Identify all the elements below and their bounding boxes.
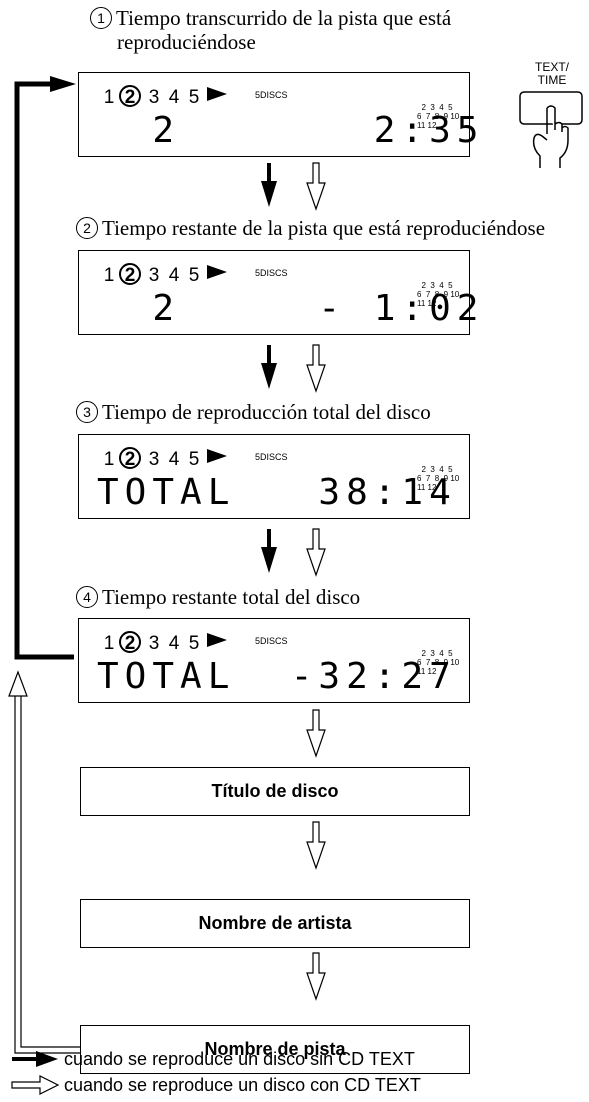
- disc-number: 3: [148, 87, 160, 108]
- solid-down-arrow: [261, 163, 277, 207]
- step-4-title-line1: Tiempo restante total del disco: [102, 585, 361, 609]
- disc-number: 1: [103, 87, 115, 108]
- calendar-row: 6 7 8 9 10: [417, 658, 460, 667]
- hollow-down-arrow: [306, 821, 326, 869]
- discs-label: 5DISCS: [255, 452, 288, 462]
- track-calendar: 2 3 4 5 6 7 8 9 10 11 12: [417, 465, 459, 492]
- disc-number: 5: [188, 449, 200, 470]
- selected-disc-number: 2: [119, 631, 141, 654]
- lcd-readout: TOTAL -32:27: [97, 656, 457, 697]
- disc-number: 3: [148, 265, 160, 286]
- discs-label: 5DISCS: [255, 268, 288, 278]
- calendar-row: 2 3 4 5: [417, 103, 453, 112]
- calendar-row: 2 3 4 5: [417, 649, 453, 658]
- lcd-readout: 2 2:35: [97, 110, 485, 151]
- calendar-row: 11 12: [417, 667, 437, 676]
- legend-solid-arrow-icon: [12, 1051, 58, 1067]
- button-label-line1: TEXT/: [534, 60, 569, 74]
- disc-title-box: Título de disco: [80, 767, 470, 816]
- solid-down-arrow: [261, 345, 277, 389]
- legend-hollow-text: cuando se reproduce un disco con CD TEXT: [64, 1075, 421, 1095]
- selected-disc-number: 2: [119, 263, 141, 286]
- solid-down-arrow: [261, 529, 277, 573]
- step-2-number: 2: [76, 217, 98, 239]
- step-1-title-line1: Tiempo transcurrido de la pista que está: [116, 6, 452, 30]
- legend-hollow-arrow-icon: [11, 1075, 60, 1095]
- solid-return-loop-arrow: [14, 76, 76, 660]
- calendar-row: 6 7 8 9 10: [417, 474, 460, 483]
- disc-number: 5: [188, 87, 200, 108]
- disc-number: 4: [168, 87, 180, 108]
- button-label-line2: TIME: [537, 73, 567, 87]
- play-icon: [207, 633, 227, 647]
- text-time-button[interactable]: [518, 90, 588, 170]
- step-1-title-line2: reproduciéndose: [117, 30, 256, 54]
- step-3-number: 3: [76, 401, 98, 423]
- step-4-number: 4: [76, 586, 98, 608]
- play-icon: [207, 265, 227, 279]
- disc-number: 1: [103, 449, 115, 470]
- calendar-row: 6 7 8 9 10: [417, 112, 460, 121]
- hollow-return-loop-arrow: [8, 670, 80, 1054]
- lcd-readout: 2 - 1:02: [97, 288, 485, 329]
- calendar-row: 11 12: [417, 299, 437, 308]
- calendar-row: 6 7 8 9 10: [417, 290, 460, 299]
- pressing-finger-icon: [532, 105, 569, 168]
- selected-disc-number: 2: [119, 447, 141, 470]
- step-2-title-line1: Tiempo restante de la pista que está rep…: [102, 216, 546, 240]
- selected-disc-number: 2: [119, 85, 141, 108]
- track-calendar: 2 3 4 5 6 7 8 9 10 11 12: [417, 281, 459, 308]
- play-icon: [207, 449, 227, 463]
- hollow-down-arrow: [306, 162, 326, 210]
- calendar-row: 2 3 4 5: [417, 281, 453, 290]
- artist-name-box: Nombre de artista: [80, 899, 470, 948]
- hollow-down-arrow: [306, 528, 326, 576]
- discs-label: 5DISCS: [255, 636, 288, 646]
- discs-label: 5DISCS: [255, 90, 288, 100]
- disc-number: 4: [168, 265, 180, 286]
- calendar-row: 2 3 4 5: [417, 465, 453, 474]
- disc-number: 3: [148, 449, 160, 470]
- disc-number: 1: [103, 265, 115, 286]
- text-time-button-label: TEXT/ TIME: [522, 61, 582, 87]
- play-icon: [207, 87, 227, 101]
- lcd-readout: TOTAL 38:14: [97, 472, 457, 513]
- disc-number: 4: [168, 449, 180, 470]
- disc-number: 3: [148, 633, 160, 654]
- step-1-number: 1: [90, 7, 112, 29]
- hollow-down-arrow: [306, 344, 326, 392]
- track-calendar: 2 3 4 5 6 7 8 9 10 11 12: [417, 103, 459, 130]
- track-name-box: Nombre de pista: [80, 1025, 470, 1074]
- calendar-row: 11 12: [417, 483, 437, 492]
- calendar-row: 11 12: [417, 121, 437, 130]
- disc-number: 1: [103, 633, 115, 654]
- hollow-down-arrow: [306, 709, 326, 757]
- disc-number: 5: [188, 633, 200, 654]
- track-calendar: 2 3 4 5 6 7 8 9 10 11 12: [417, 649, 459, 676]
- hollow-down-arrow: [306, 952, 326, 1000]
- legend-solid-text: cuando se reproduce un disco sin CD TEXT: [64, 1049, 415, 1069]
- disc-number: 5: [188, 265, 200, 286]
- disc-number: 4: [168, 633, 180, 654]
- step-3-title-line1: Tiempo de reproducción total del disco: [102, 400, 431, 424]
